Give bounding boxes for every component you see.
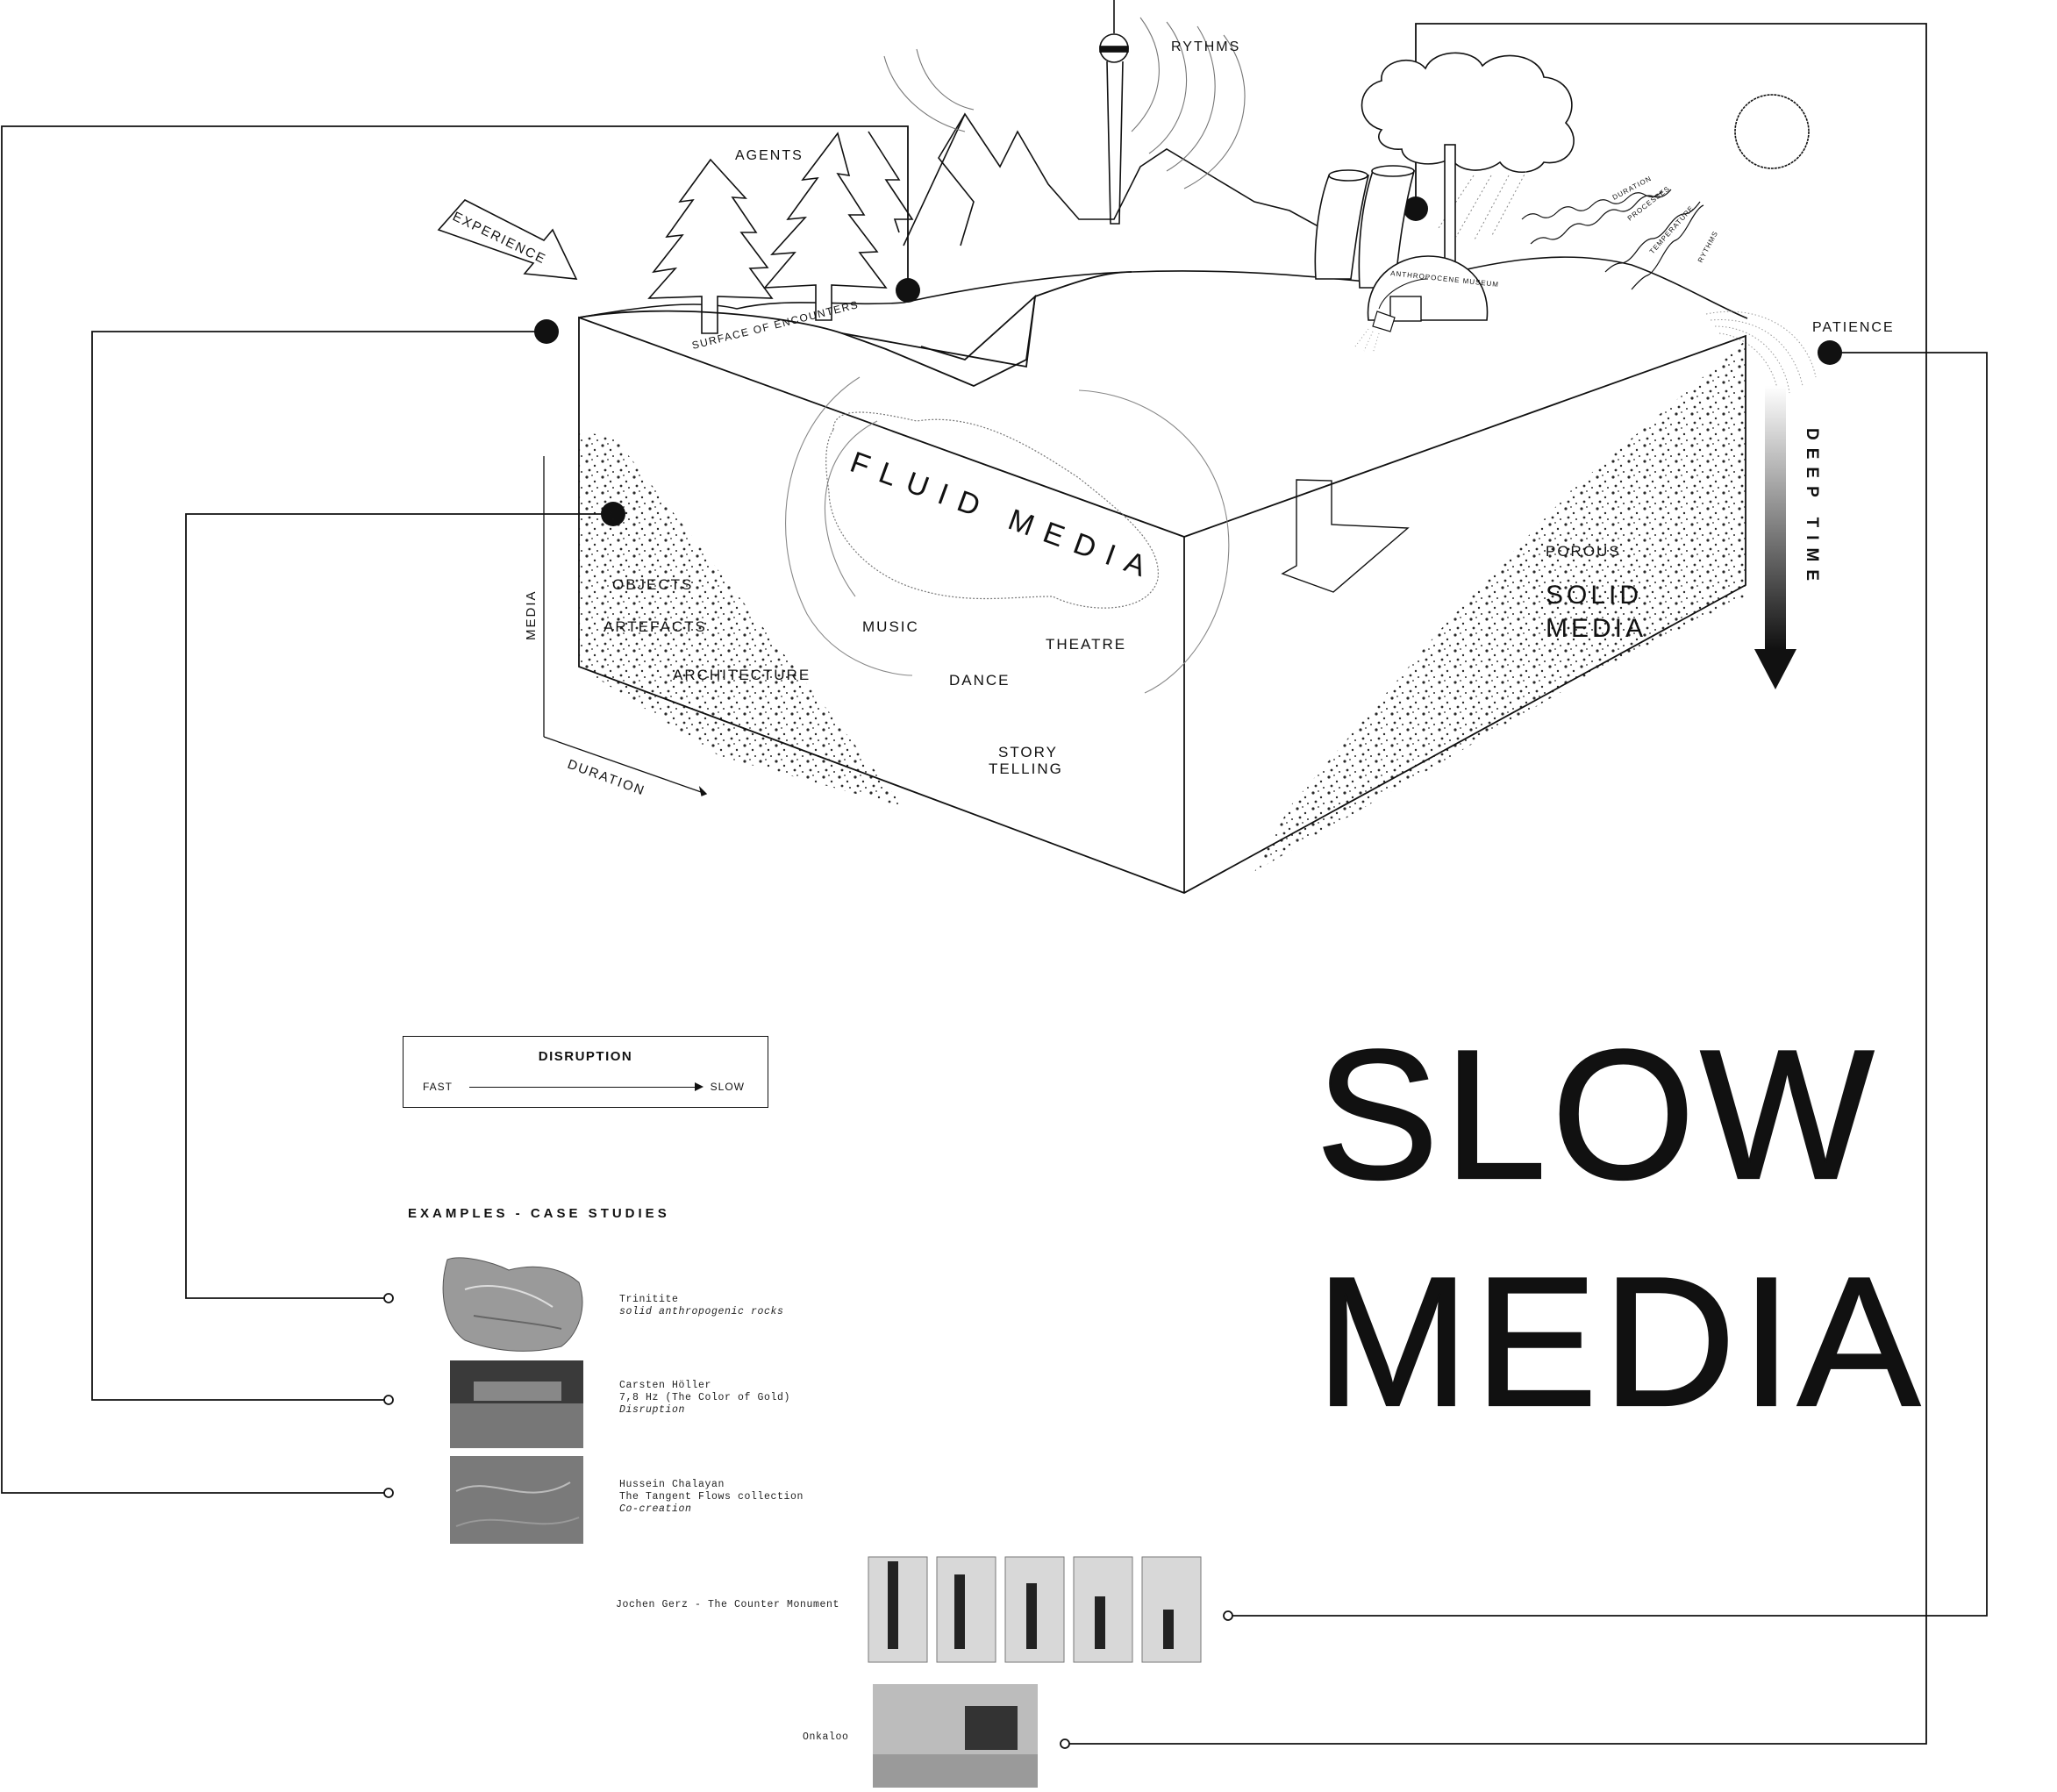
wave-lines [1521,189,1704,290]
headline-media: MEDIA [1316,1239,1925,1445]
connector-lines [1,23,1988,1745]
media-block [543,271,1796,894]
caption-hussein-name: Hussein Chalayan [619,1479,725,1490]
cloud-icon [1361,52,1575,173]
label-patience: PATIENCE [1812,320,1895,335]
caption-hussein-note: Co-creation [619,1503,692,1515]
caption-onkaloo: Onkaloo [803,1731,849,1743]
label-objects: OBJECTS [612,576,693,593]
caption-carsten-detail: 7,8 Hz (The Color of Gold) [619,1392,791,1403]
connector-open-ends [383,1293,1233,1749]
experience-arrow-icon [437,199,578,280]
trees-icon [647,131,914,334]
label-wave-duration: DURATION [1611,175,1653,202]
disruption-arrow [469,1082,704,1091]
caption-hussein-detail: The Tangent Flows collection [619,1491,804,1503]
headline-slow: SLOW [1316,1011,1879,1217]
caption-carsten-note: Disruption [619,1404,686,1416]
label-axis-media: MEDIA [524,589,539,640]
disruption-slow-label: SLOW [710,1081,745,1093]
label-fluid-media: FLUID MEDIA [846,446,1161,588]
caption-trinitite: Trinitite solid anthropogenic rocks [619,1294,784,1318]
patience-fan [1705,311,1817,400]
counter-monument-images [868,1556,1202,1663]
disruption-legend: DISRUPTION FAST SLOW [403,1036,768,1108]
landscape [578,17,1748,319]
label-architecture: ARCHITECTURE [673,667,811,683]
label-solid: SOLID [1546,581,1642,610]
label-agents: AGENTS [735,148,804,163]
label-wave-temperature: TEMPERATURE [1648,204,1696,256]
label-theatre: THEATRE [1046,636,1126,653]
label-dance: DANCE [949,672,1011,689]
tower-icon [1099,0,1129,225]
label-wave-rythms: RYTHMS [1696,230,1720,264]
label-rythms: RYTHMS [1171,39,1240,54]
label-telling: TELLING [989,760,1063,777]
examples-title: EXAMPLES - CASE STUDIES [408,1206,670,1221]
disruption-title: DISRUPTION [538,1049,633,1064]
trinitite-image [442,1257,583,1352]
label-solid-media: MEDIA [1546,614,1646,643]
disruption-fast-label: FAST [423,1081,454,1093]
caption-counter-monument: Jochen Gerz - The Counter Monument [616,1599,840,1610]
factory-icon [1314,144,1456,289]
hussein-chalayan-image [450,1456,583,1544]
caption-trinitite-name: Trinitite [619,1294,679,1305]
label-axis-duration: DURATION [566,757,647,799]
label-music: MUSIC [862,618,919,635]
label-deep-time: DEEP TIME [1803,428,1821,589]
museum-dome-icon [1354,255,1489,354]
caption-trinitite-note: solid anthropogenic rocks [619,1306,784,1317]
caption-hussein-chalayan: Hussein Chalayan The Tangent Flows colle… [619,1479,804,1516]
sun-icon [1734,94,1810,169]
caption-carsten-name: Carsten Höller [619,1380,712,1391]
caption-carsten-holler: Carsten Höller 7,8 Hz (The Color of Gold… [619,1380,790,1417]
label-artefacts: ARTEFACTS [604,618,707,635]
case-study-images [442,1257,1202,1788]
label-porous: POROUS [1546,543,1621,560]
label-story: STORY [998,744,1058,760]
